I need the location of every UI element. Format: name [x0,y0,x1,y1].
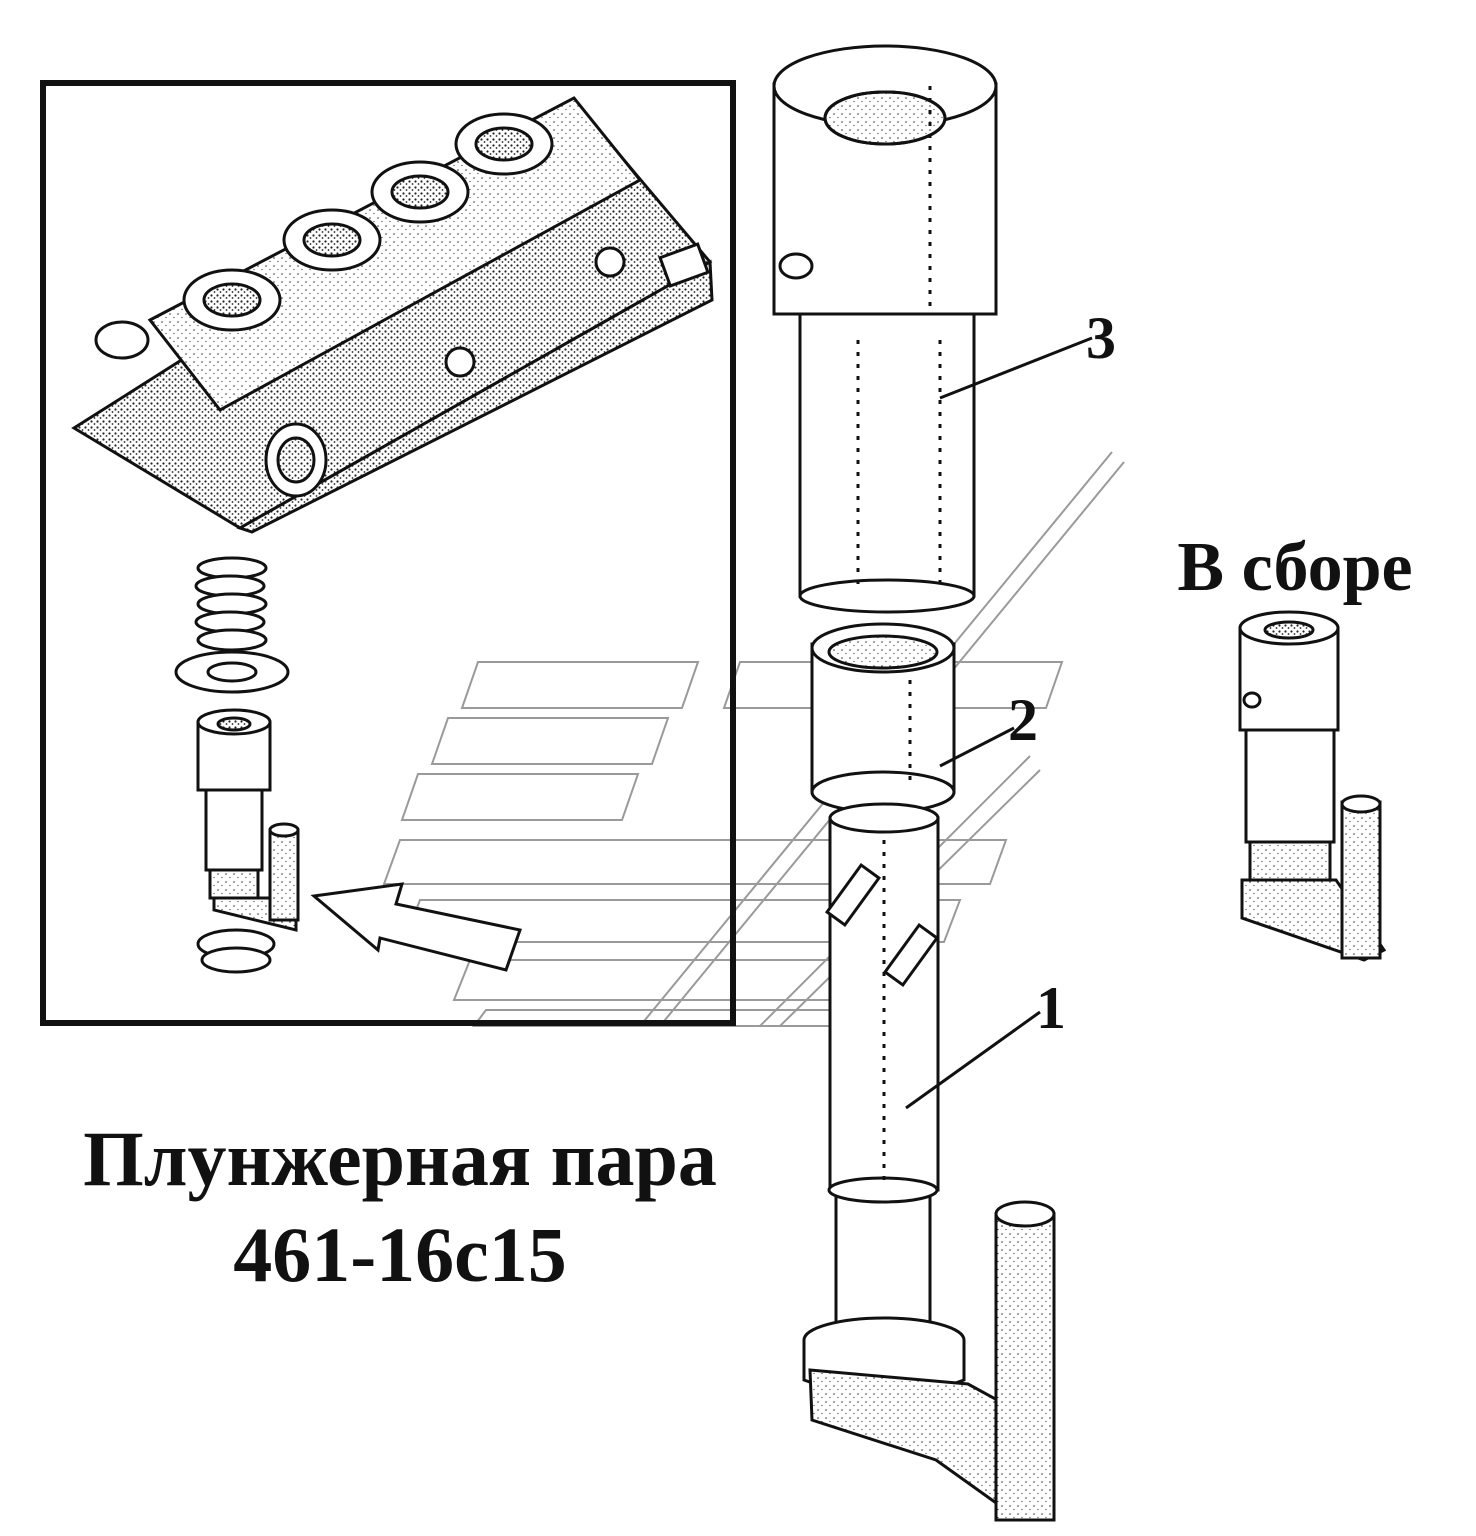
diagram-title: Плунжерная пара [83,1115,717,1202]
insertion-arrow [310,882,522,972]
callout-3: 3 [1086,305,1116,371]
inset-frame [40,80,736,1026]
part-1-plunger [802,802,1056,1522]
part-2-sleeve [810,622,956,814]
callout-1: 1 [1036,975,1066,1041]
spring-plunger-assembly [174,556,300,974]
callout-leaders [905,336,1093,1110]
assembled-unit [1238,610,1387,962]
pump-head-block [71,96,714,534]
assembled-label: В сборе [1177,529,1413,606]
callout-2: 2 [1008,687,1038,753]
part-number: 461-16с15 [233,1211,567,1298]
part-3-barrel [772,44,998,614]
